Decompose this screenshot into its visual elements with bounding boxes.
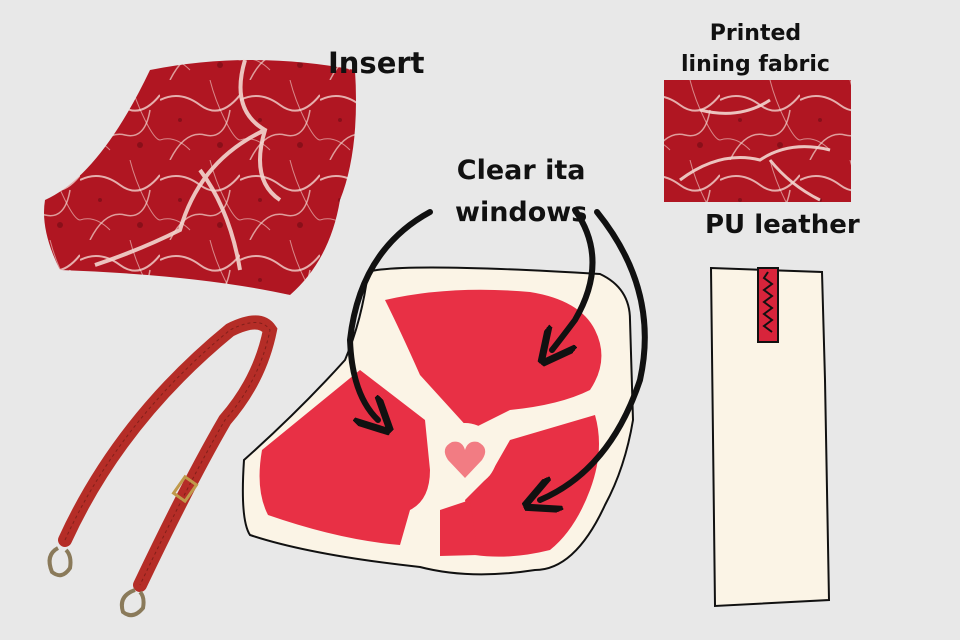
windows-label-line2: windows [455,197,588,228]
lining-label-line2: lining fabric [681,52,830,77]
arrow-icon [346,207,648,500]
pu-leather-panel [709,266,831,608]
insert-label: Insert [328,46,425,80]
clear-windows-label: Clear ita windows [455,150,587,234]
zipper-icon [757,267,779,343]
insert-marbling [94,59,282,271]
pu-leather-label: PU leather [705,210,860,240]
insert-meat-image [44,60,356,295]
lining-fabric-image [664,80,851,202]
lining-label-line1: Printed [709,21,802,46]
window-bottom [440,500,478,556]
lining-fabric-label: Printed lining fabric [681,18,830,80]
heart-icon [444,441,486,478]
lining-marbling [679,98,831,202]
windows-label-line1: Clear ita [456,155,586,186]
strap-hook-icon [47,546,146,618]
shoulder-strap [58,315,278,592]
